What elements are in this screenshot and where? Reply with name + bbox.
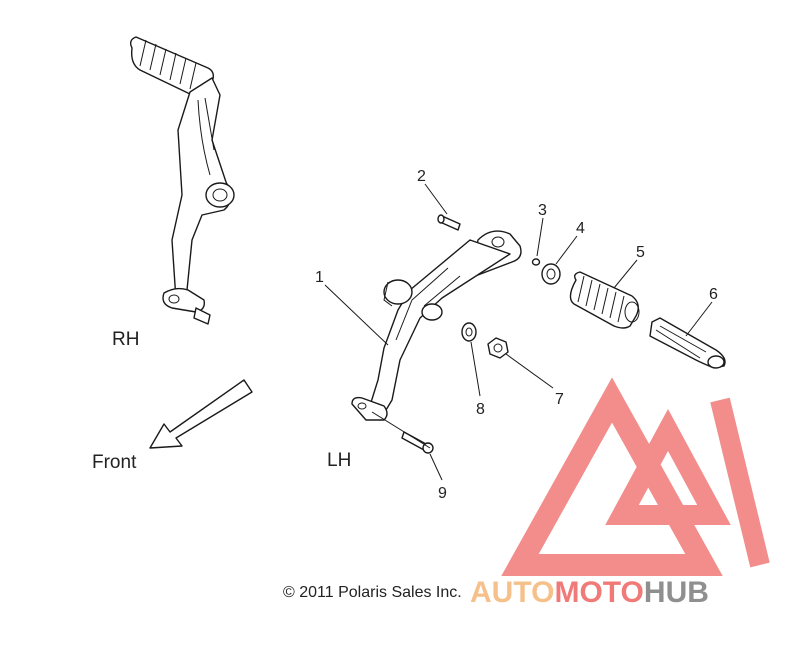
- part-6-insert: [649, 317, 726, 369]
- callout-1: 1: [315, 269, 324, 286]
- watermark-hub: HUB: [644, 576, 709, 609]
- copyright-text: © 2011 Polaris Sales Inc.: [283, 584, 462, 601]
- callout-3: 3: [538, 202, 547, 219]
- label-lh: LH: [327, 450, 351, 471]
- callout-5: 5: [636, 244, 645, 261]
- part-9-bolt: [401, 431, 434, 454]
- callout-4: 4: [576, 220, 585, 237]
- callout-6: 6: [709, 286, 718, 303]
- callout-8: 8: [476, 401, 485, 418]
- leader-lines: [324, 183, 713, 481]
- part-2-pin: [437, 214, 461, 231]
- part-8-washer: [461, 322, 477, 342]
- label-rh: RH: [112, 329, 139, 350]
- part-7-nut: [487, 337, 509, 359]
- label-front: Front: [92, 452, 137, 473]
- part-4-washer: [541, 263, 561, 285]
- watermark-text: AUTOMOTOHUB: [470, 576, 709, 609]
- callout-2: 2: [417, 168, 426, 185]
- front-arrow-icon: [149, 379, 253, 449]
- callout-9: 9: [438, 485, 447, 502]
- callout-7: 7: [555, 391, 564, 408]
- part-3-clip: [531, 258, 541, 266]
- lh-lever: [351, 230, 522, 421]
- rh-lever: [129, 36, 235, 325]
- watermark-auto: AUTO: [470, 576, 554, 609]
- watermark-moto: MOTO: [554, 576, 643, 609]
- watermark-logo: [501, 377, 770, 576]
- part-5-footpeg: [569, 271, 640, 329]
